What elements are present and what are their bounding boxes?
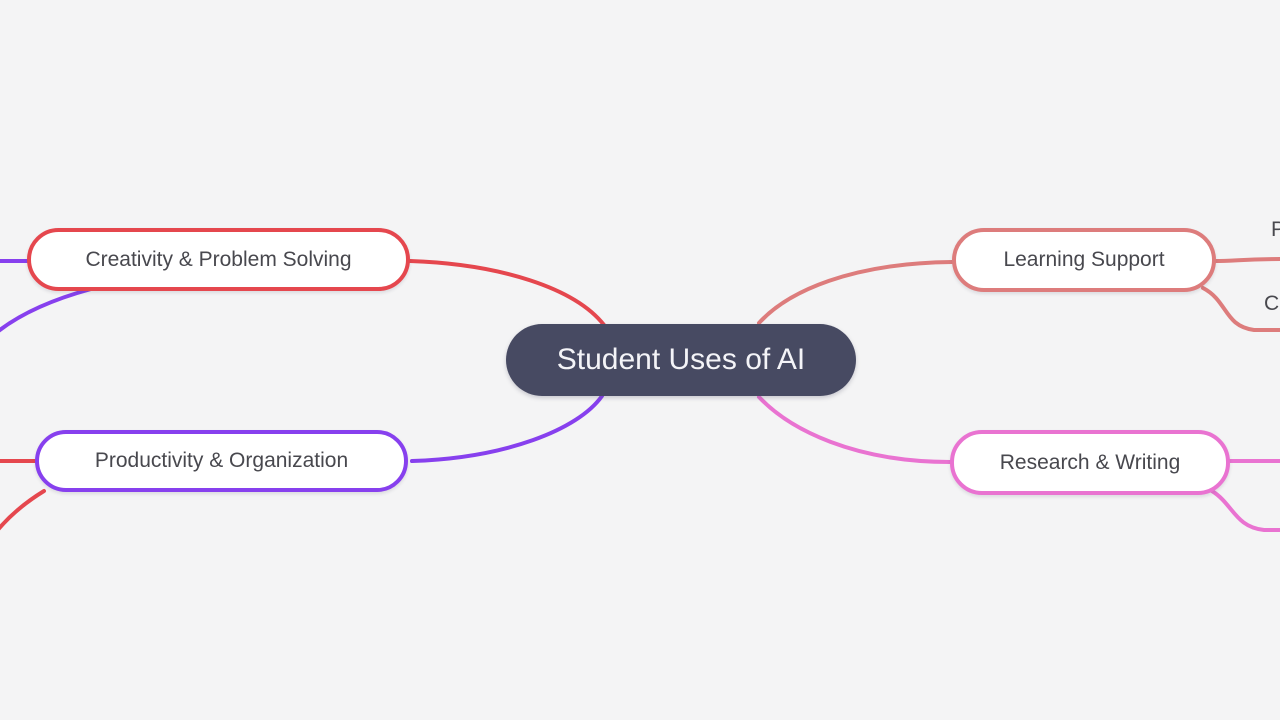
edge-root-productivity bbox=[410, 394, 604, 463]
edge-creativity-child-2 bbox=[0, 287, 93, 333]
edge-learning-child-2 bbox=[1201, 286, 1280, 332]
edge-research-child-2 bbox=[1210, 489, 1280, 532]
edge-root-creativity bbox=[408, 259, 606, 327]
root-node-label: Student Uses of AI bbox=[556, 343, 806, 376]
branch-node-research-writing[interactable]: Research & Writing bbox=[950, 430, 1230, 495]
child-node-label-clipped[interactable]: C bbox=[1264, 292, 1280, 315]
branch-node-label: Learning Support bbox=[1003, 248, 1165, 271]
edge-learning-child-1 bbox=[1213, 257, 1280, 263]
edge-root-research bbox=[757, 395, 952, 464]
branch-node-label: Productivity & Organization bbox=[94, 449, 349, 472]
edge-productivity-child-2 bbox=[0, 489, 46, 531]
branch-node-productivity[interactable]: Productivity & Organization bbox=[35, 430, 408, 492]
child-node-label-clipped[interactable]: P bbox=[1271, 218, 1280, 241]
edge-root-learning bbox=[757, 260, 954, 325]
branch-node-creativity[interactable]: Creativity & Problem Solving bbox=[27, 228, 410, 291]
branch-node-label: Research & Writing bbox=[999, 450, 1181, 474]
branch-node-learning-support[interactable]: Learning Support bbox=[952, 228, 1216, 292]
branch-node-label: Creativity & Problem Solving bbox=[85, 247, 352, 271]
root-node[interactable]: Student Uses of AI bbox=[506, 324, 856, 396]
